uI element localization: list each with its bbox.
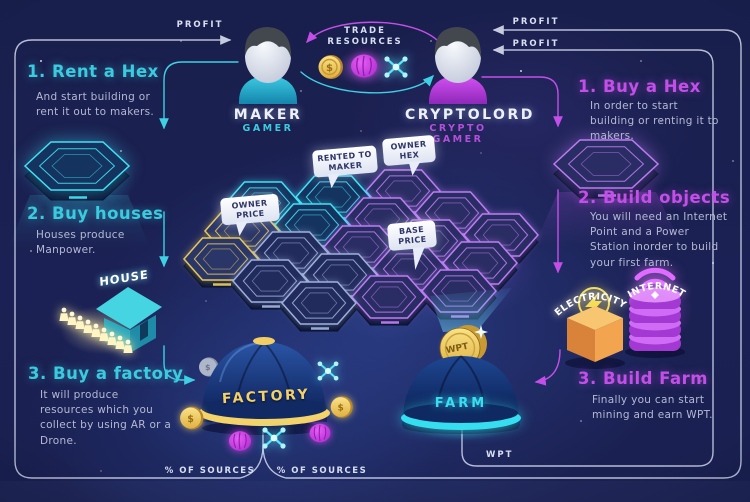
profit-label-crypto-outer: PROFIT xyxy=(512,17,560,27)
step-buy-hex-body: In order to start building or renting it… xyxy=(590,100,719,143)
step-build-farm-body: Finally you can start mining and earn WP… xyxy=(592,394,713,422)
step-build-farm-title: 3. Build Farm xyxy=(578,369,708,388)
step-buy-houses-title: 2. Buy houses xyxy=(27,204,164,223)
maker-role: GAMER xyxy=(242,123,294,134)
bubble-owner-price: OWNER PRICE xyxy=(219,193,281,226)
factory-label: FACTORY xyxy=(221,386,311,408)
profit-label-crypto-inner: PROFIT xyxy=(512,39,560,49)
step-rent-hex-body: And start building or rent it out to mak… xyxy=(36,91,154,119)
cryptolord-name: CRYPTOLORD xyxy=(405,107,535,123)
step-buy-hex-title: 1. Buy a Hex xyxy=(578,77,701,96)
step-buy-factory-title: 3. Buy a factory xyxy=(28,364,184,383)
maker-name: MAKER xyxy=(233,107,303,123)
farm-label: FARM xyxy=(434,396,488,411)
bubble-owner-hex: OWNER HEX xyxy=(381,134,437,167)
bubble-rented-to-maker: RENTED TO MAKER xyxy=(311,145,379,178)
step-build-objects-body: You will need an Internet Point and a Po… xyxy=(590,211,728,269)
wpt-line-label: WPT xyxy=(486,450,514,460)
trade-resources-label: TRADE RESOURCES xyxy=(327,26,403,48)
bottom-band xyxy=(0,481,750,502)
step-buy-houses-body: Houses produce Manpower. xyxy=(36,229,125,257)
house-label: HOUSE xyxy=(98,267,149,289)
bubble-base-price: BASE PRICE xyxy=(386,219,438,252)
sources-label-left: % OF SOURCES xyxy=(164,466,256,476)
profit-label-maker: PROFIT xyxy=(176,20,224,30)
step-build-objects-title: 2. Build objects xyxy=(578,188,731,207)
sources-label-right: % OF SOURCES xyxy=(276,466,368,476)
step-buy-factory-body: It will produce resources which you coll… xyxy=(40,389,172,447)
step-rent-hex-title: 1. Rent a Hex xyxy=(27,62,159,81)
